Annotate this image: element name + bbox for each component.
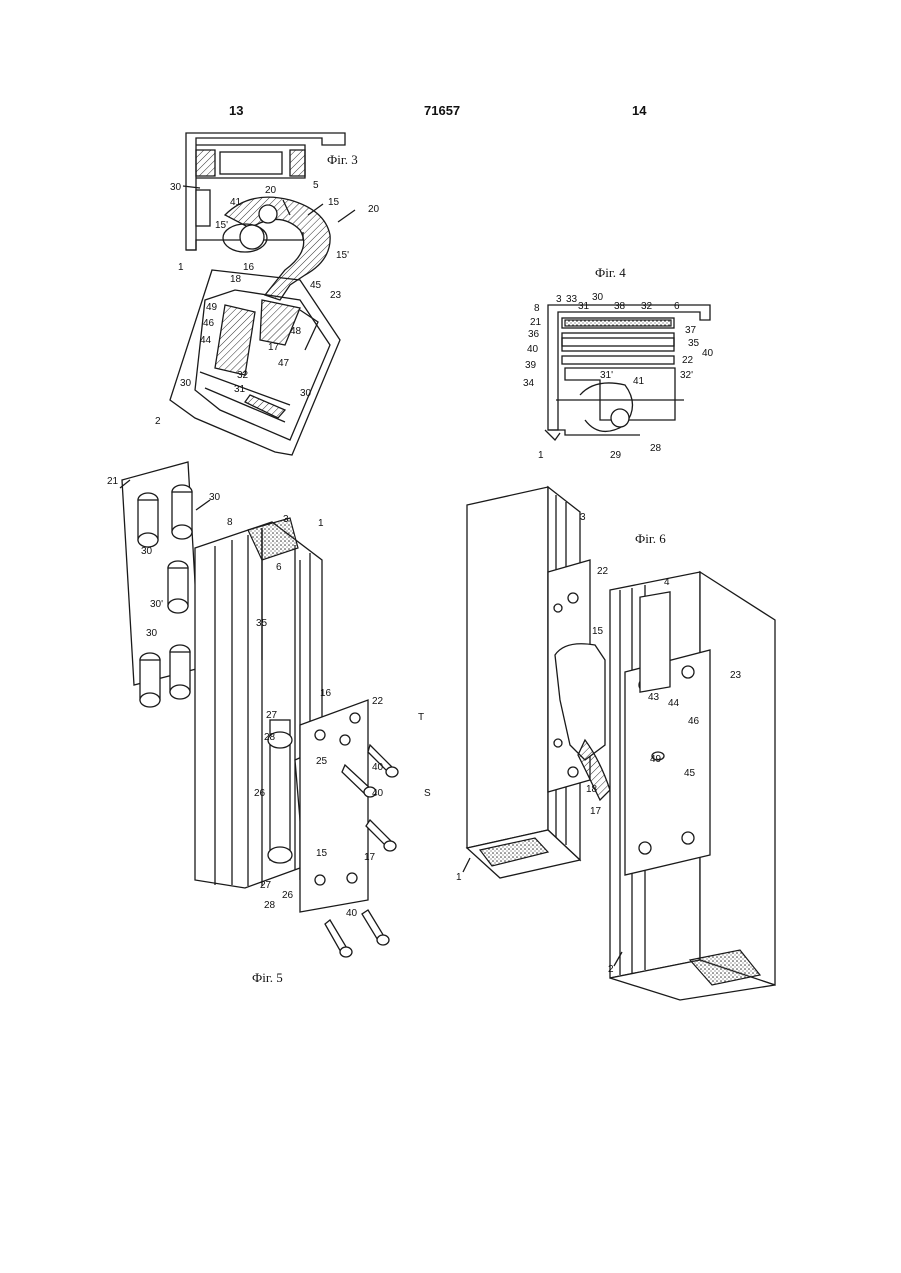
ref4-1: 1	[538, 450, 544, 461]
ref4-40: 40	[527, 344, 539, 355]
ref5-35: 35	[256, 618, 268, 629]
ref5-30b: 30	[141, 546, 153, 557]
ref6-46: 46	[688, 716, 700, 727]
ref4-29: 29	[610, 450, 622, 461]
ref4-31: 31	[578, 301, 590, 312]
ref-45: 45	[310, 280, 322, 291]
ref6-44: 44	[668, 698, 680, 709]
ref-15p-b: 15'	[336, 250, 349, 261]
ref6-22: 22	[597, 566, 609, 577]
ref4-31p: 31'	[600, 370, 613, 381]
ref5-30c: 30	[146, 628, 158, 639]
ref-2: 2	[155, 416, 161, 427]
ref6-15: 15	[592, 626, 604, 637]
ref5-30p: 30'	[150, 599, 163, 610]
ref5-26b: 26	[282, 890, 294, 901]
fig5-drawing	[120, 462, 398, 957]
fig6-label: Фіг. 6	[635, 531, 666, 547]
ref6-3: 3	[580, 512, 586, 523]
ref5-22: 22	[372, 696, 384, 707]
ref5-25: 25	[316, 756, 328, 767]
ref4-37: 37	[685, 325, 697, 336]
ref-48: 48	[290, 326, 302, 337]
ref6-45: 45	[684, 768, 696, 779]
ref-31: 31	[234, 384, 246, 395]
ref5-28a: 28	[264, 732, 276, 743]
ref4-6: 6	[674, 301, 680, 312]
ref6-4: 4	[664, 577, 670, 588]
ref5-S: S	[424, 788, 431, 799]
ref-46: 46	[203, 318, 215, 329]
ref4-39: 39	[525, 360, 537, 371]
ref5-17: 17	[364, 852, 376, 863]
ref5-30a: 30	[209, 492, 221, 503]
ref-17: 17	[268, 342, 280, 353]
ref4-30: 30	[592, 292, 604, 303]
ref5-40b: 40	[346, 908, 358, 919]
ref5-3: 3	[283, 514, 289, 525]
ref5-40a: 40	[372, 788, 384, 799]
ref6-2: 2	[608, 964, 614, 975]
fig3-label: Фіг. 3	[327, 152, 358, 168]
ref4-35: 35	[688, 338, 700, 349]
ref-15: 15	[328, 197, 340, 208]
ref-5: 5	[313, 180, 319, 191]
ref4-28: 28	[650, 443, 662, 454]
ref-47: 47	[278, 358, 290, 369]
ref4-32: 32	[641, 301, 653, 312]
ref-30b: 30	[180, 378, 192, 389]
ref-30c: 30	[300, 388, 312, 399]
fig6-drawing	[467, 487, 775, 1000]
ref6-23: 23	[730, 670, 742, 681]
ref4-34: 34	[523, 378, 535, 389]
ref4-36: 36	[528, 329, 540, 340]
ref5-40c: 40	[372, 762, 384, 773]
ref5-27b: 27	[260, 880, 272, 891]
ref4-41: 41	[633, 376, 645, 387]
ref6-18: 18	[586, 784, 598, 795]
ref5-28b: 28	[264, 900, 276, 911]
ref-18: 18	[230, 274, 242, 285]
ref5-15: 15	[316, 848, 328, 859]
ref5-T: T	[418, 712, 424, 723]
ref-16: 16	[243, 262, 255, 273]
ref5-1: 1	[318, 518, 324, 529]
ref5-8: 8	[227, 517, 233, 528]
ref-23: 23	[330, 290, 342, 301]
ref5-21: 21	[107, 476, 119, 487]
fig6-leaders	[463, 858, 622, 966]
ref4-8: 8	[534, 303, 540, 314]
ref4-38: 38	[614, 301, 626, 312]
ref6-49: 49	[650, 754, 662, 765]
ref4-40b: 40	[702, 348, 714, 359]
ref-44: 44	[200, 335, 212, 346]
ref6-43: 43	[648, 692, 660, 703]
ref4-33: 33	[566, 294, 578, 305]
ref-1: 1	[178, 262, 184, 273]
ref5-6: 6	[276, 562, 282, 573]
ref5-26a: 26	[254, 788, 266, 799]
ref-20: 20	[368, 204, 380, 215]
fig3-drawing	[170, 133, 355, 455]
ref-15p: 15'	[215, 220, 228, 231]
fig5-label: Фіг. 5	[252, 970, 283, 986]
ref4-22: 22	[682, 355, 694, 366]
ref5-16: 16	[320, 688, 332, 699]
ref5-27a: 27	[266, 710, 278, 721]
ref6-17: 17	[590, 806, 602, 817]
ref4-21: 21	[530, 317, 542, 328]
ref4-32p: 32'	[680, 370, 693, 381]
ref6-1: 1	[456, 872, 462, 883]
ref-41: 41	[230, 197, 242, 208]
fig4-label: Фіг. 4	[595, 265, 626, 281]
ref-30: 30	[170, 182, 182, 193]
ref-32: 32	[237, 370, 249, 381]
ref4-3: 3	[556, 294, 562, 305]
ref-42: 20	[265, 185, 277, 196]
ref-49: 49	[206, 302, 218, 313]
